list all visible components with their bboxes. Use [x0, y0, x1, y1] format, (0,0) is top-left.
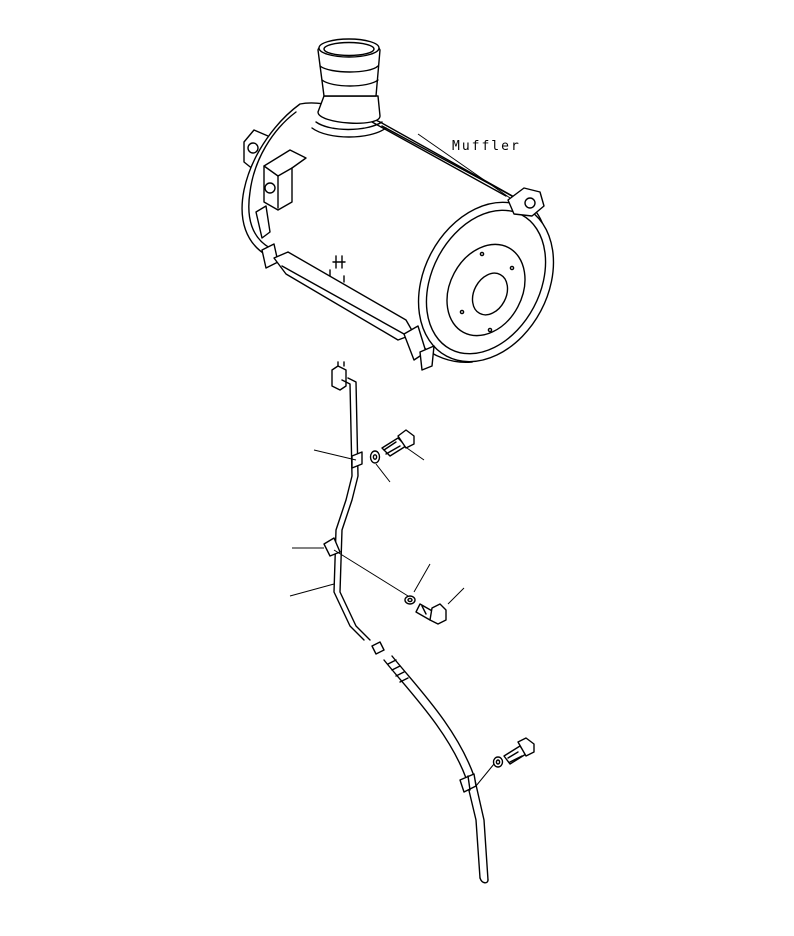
drain-hose: [371, 641, 489, 884]
upper-washer: [369, 450, 381, 464]
leader-lines: [289, 445, 465, 605]
muffler: [241, 38, 555, 371]
drain-pipe-rigid: [323, 361, 371, 641]
muffler-label: Muffler: [452, 139, 521, 154]
muffler-leader-line: [417, 133, 511, 199]
clip-bolt: [503, 737, 535, 765]
upper-bolt: [381, 429, 415, 457]
clip-leader-line: [475, 763, 495, 787]
lower-bolt: [415, 603, 447, 625]
lower-washer: [404, 595, 416, 605]
clip-washer: [492, 756, 504, 768]
